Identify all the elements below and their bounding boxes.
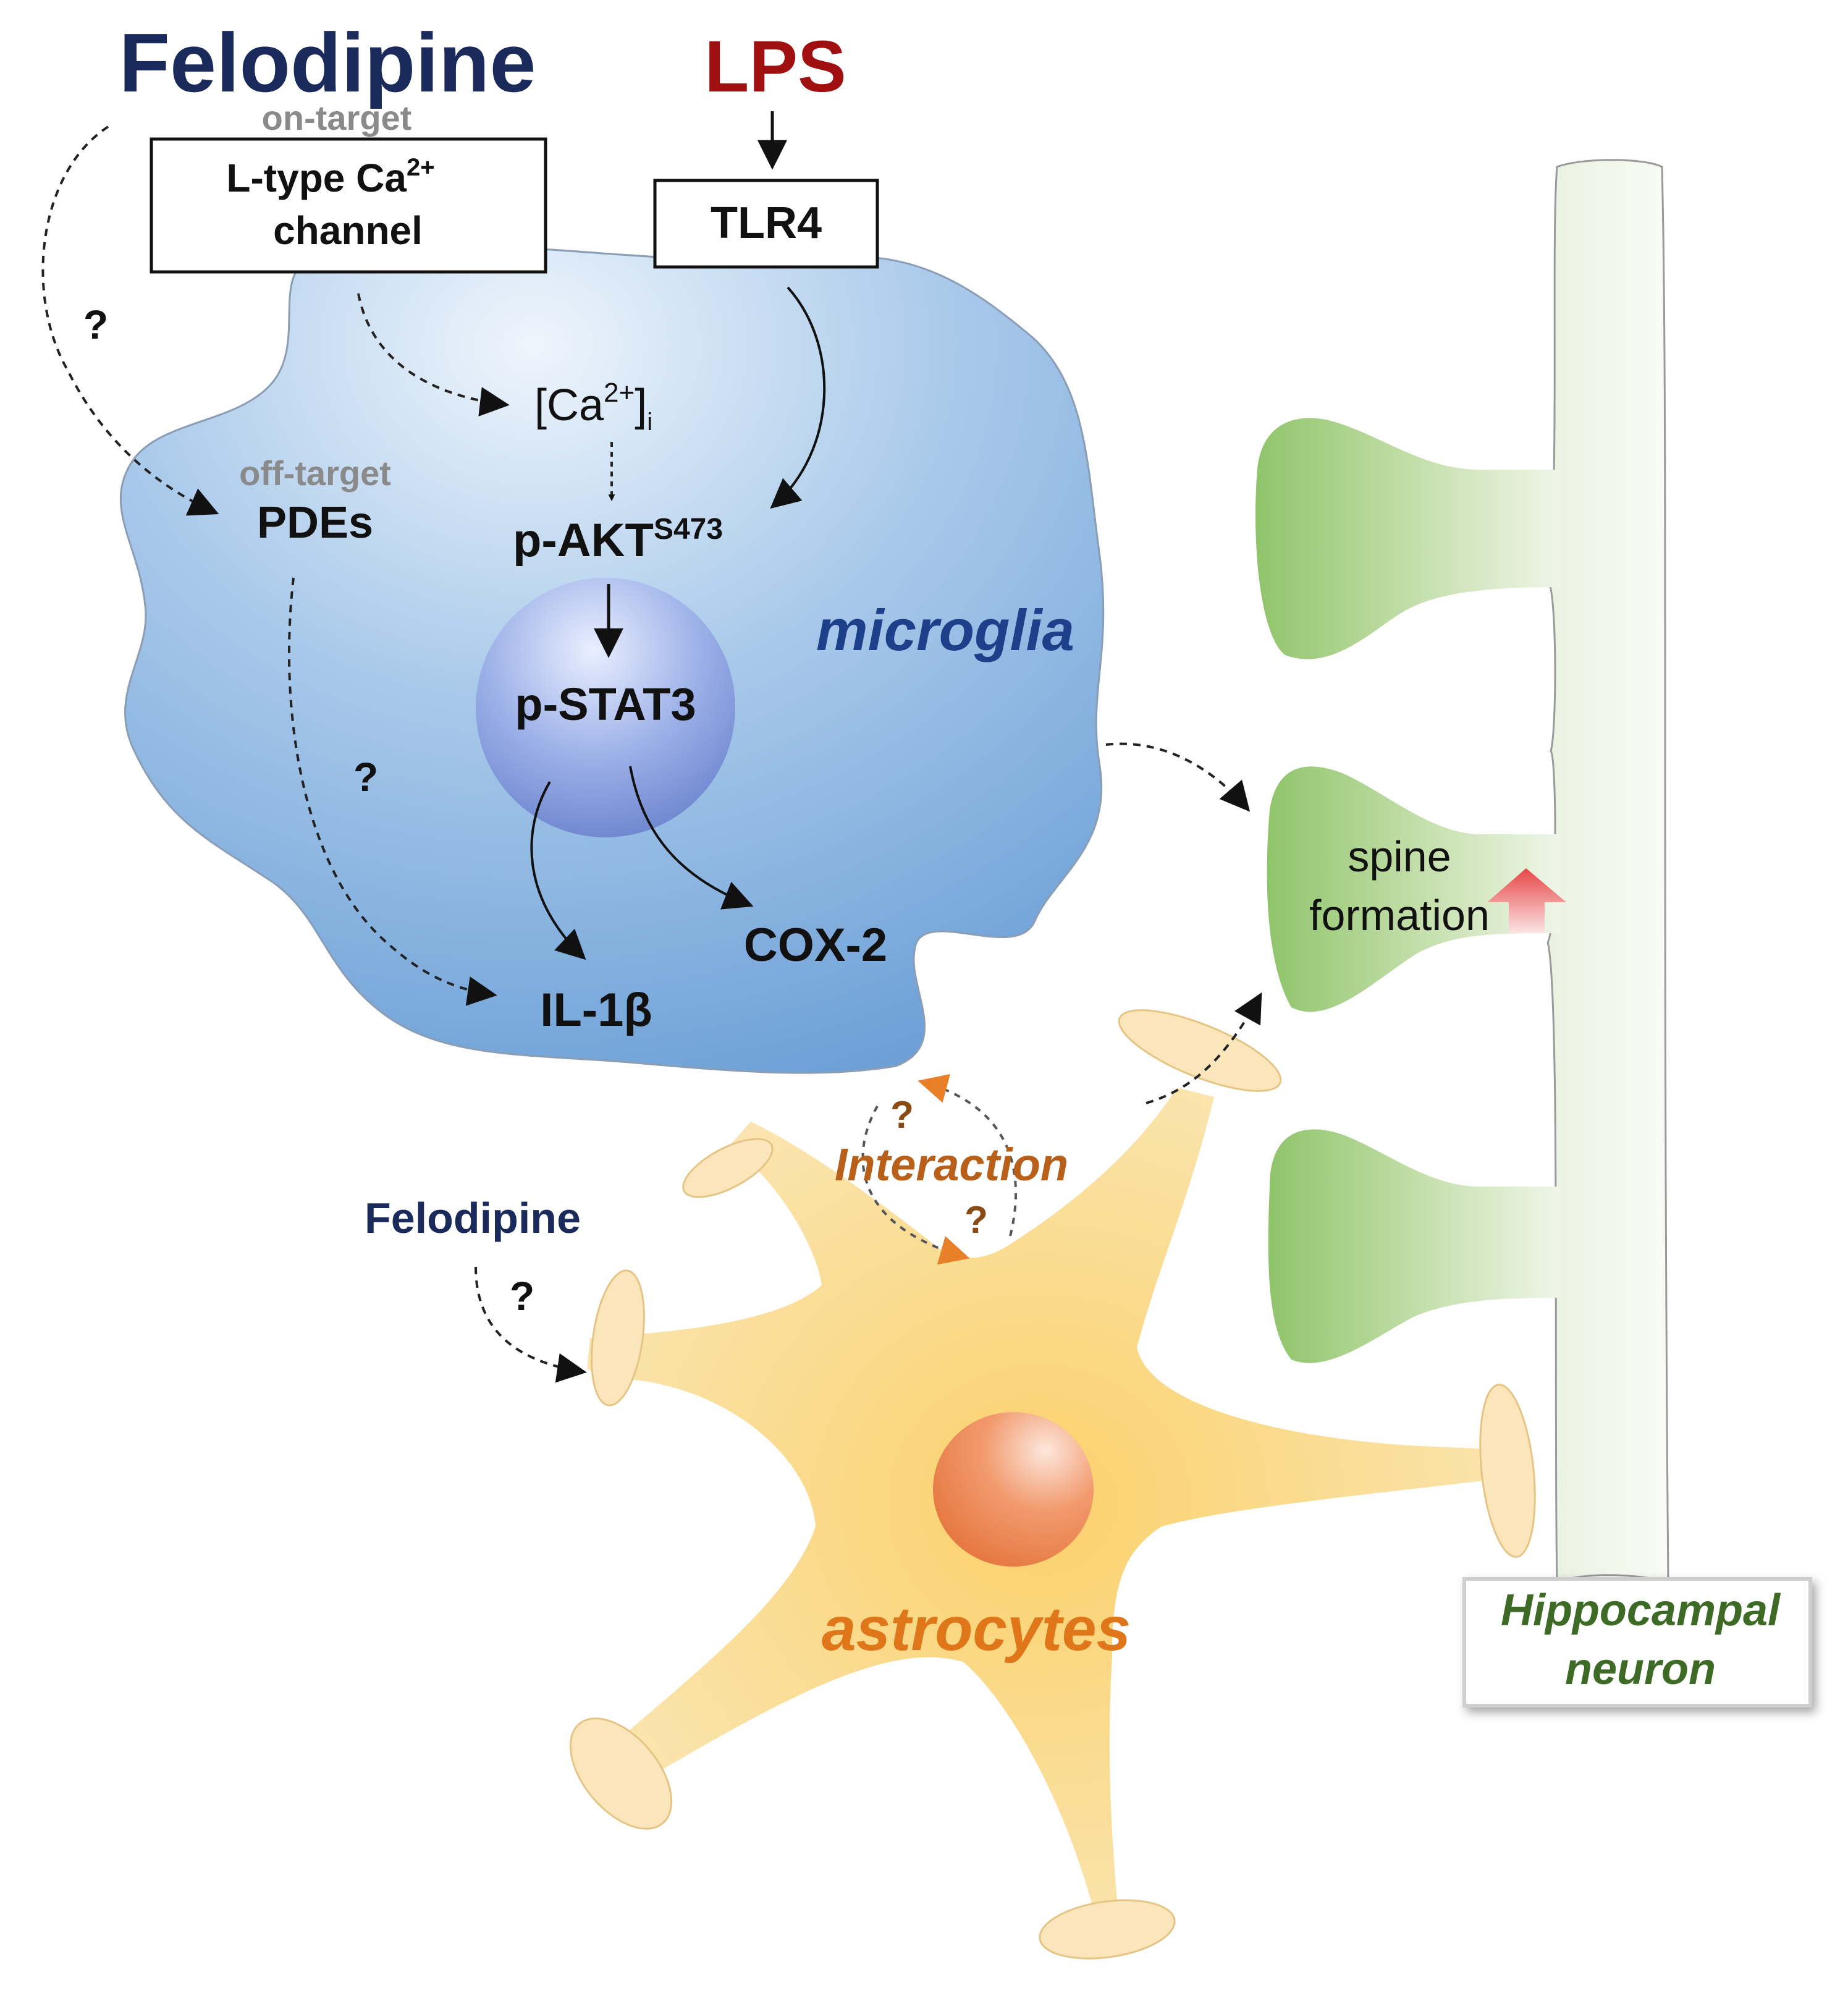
ltype-superscript: 2+ bbox=[407, 154, 435, 181]
tlr4-box bbox=[653, 179, 879, 269]
felodipine-title: Felodipine bbox=[119, 16, 536, 109]
arrow-ltype-calcium bbox=[357, 293, 510, 417]
hippocampal-neuron-label-box: Hippocampal neuron bbox=[1462, 1577, 1812, 1707]
on-target-label: on-target bbox=[262, 98, 412, 137]
question-mark-felodipine-astrocyte: ? bbox=[510, 1273, 534, 1319]
arrow-pstat3-il1b bbox=[530, 781, 586, 960]
ltype-channel-label: L-type Ca2+ bbox=[226, 154, 434, 200]
ltype-channel-box bbox=[150, 137, 547, 274]
calcium-subscript: i bbox=[647, 408, 652, 436]
pstat3-nucleus bbox=[476, 578, 735, 837]
dendritic-spine-middle bbox=[1267, 766, 1560, 1012]
dendritic-spine-top bbox=[1255, 418, 1560, 659]
pakt-label: p-AKTS473 bbox=[513, 513, 723, 567]
astrocyte-endfoot-bottom bbox=[1039, 1899, 1176, 1960]
question-mark-interaction-bottom: ? bbox=[964, 1199, 988, 1242]
interaction-label: Interaction bbox=[835, 1139, 1068, 1190]
arrow-astrocyte-spine bbox=[1146, 992, 1262, 1104]
calcium-label: [Ca2+]i bbox=[534, 378, 652, 436]
pakt-superscript: S473 bbox=[654, 513, 723, 546]
channel-label: channel bbox=[273, 208, 423, 253]
dendritic-spine-bottom bbox=[1268, 1129, 1560, 1363]
question-mark-pdes-il1b: ? bbox=[353, 754, 378, 800]
astrocyte-nucleus bbox=[933, 1412, 1094, 1567]
arrow-microglia-spine bbox=[1105, 742, 1251, 812]
arrow-felodipine-pdes bbox=[41, 125, 219, 516]
off-target-label: off-target bbox=[239, 454, 391, 493]
astrocyte-endfoot-bottom-left bbox=[569, 1717, 673, 1830]
neuron-label-box bbox=[1462, 1577, 1812, 1707]
formation-label: formation bbox=[1309, 891, 1490, 939]
astrocyte-endfoot-right bbox=[1479, 1384, 1536, 1558]
pakt-text: p-AKT bbox=[513, 514, 654, 567]
astrocyte-cell bbox=[569, 1009, 1536, 1960]
hippocampal-neuron bbox=[1255, 159, 1669, 1584]
pdes-label: PDEs bbox=[257, 498, 373, 548]
astrocytes-label: astrocytes bbox=[822, 1594, 1131, 1664]
il1b-label: IL-1β bbox=[540, 984, 652, 1036]
pstat3-label: p-STAT3 bbox=[515, 679, 696, 730]
felodipine-astrocyte-label: Felodipine bbox=[365, 1194, 581, 1242]
calcium-close: ] bbox=[635, 381, 647, 430]
question-mark-felodipine-pdes: ? bbox=[83, 302, 108, 347]
astrocyte-endfoot-left bbox=[591, 1269, 645, 1407]
spine-formation-up-arrow bbox=[1487, 868, 1566, 933]
calcium-open: [Ca bbox=[534, 381, 604, 430]
arrows bbox=[41, 111, 1262, 1383]
arrow-pstat3-cox2 bbox=[629, 766, 754, 910]
lps-label: LPS bbox=[704, 26, 846, 108]
question-mark-interaction-top: ? bbox=[890, 1094, 914, 1136]
astrocyte-endfoot-top-left bbox=[682, 1138, 774, 1198]
arrow-interaction-down bbox=[861, 1106, 970, 1265]
calcium-superscript: 2+ bbox=[604, 378, 635, 408]
arrow-felodipine-astrocyte bbox=[475, 1266, 587, 1383]
hippocampal-label: Hippocampal bbox=[1501, 1586, 1781, 1635]
dendrite-shaft bbox=[1546, 159, 1669, 1584]
neuron-label: neuron bbox=[1565, 1644, 1716, 1694]
arrow-interaction-up bbox=[918, 1073, 1017, 1237]
spine-label: spine bbox=[1348, 832, 1451, 881]
tlr4-label: TLR4 bbox=[711, 198, 822, 248]
cox2-label: COX-2 bbox=[744, 919, 887, 971]
arrow-tlr4-pakt bbox=[770, 286, 826, 509]
microglia-label: microglia bbox=[816, 598, 1074, 662]
arrow-pdes-il1b bbox=[287, 577, 497, 1006]
ltype-text: L-type Ca bbox=[226, 156, 407, 200]
astrocyte-endfoot-top-right bbox=[1118, 1009, 1282, 1092]
